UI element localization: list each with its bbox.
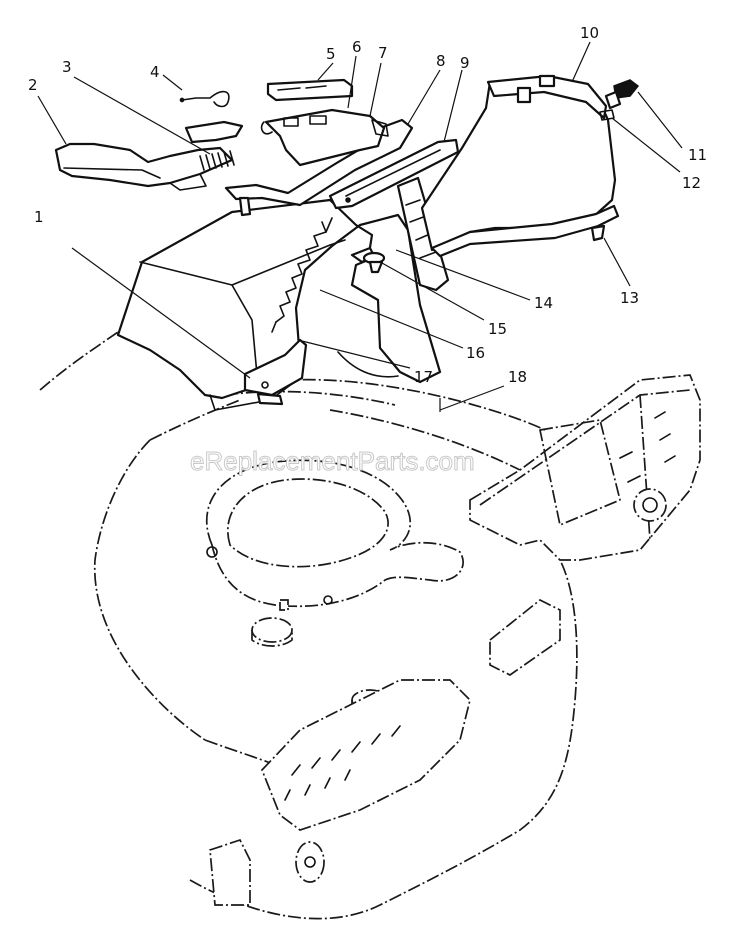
screw-13	[590, 224, 606, 242]
spring-16	[271, 217, 333, 333]
callout-11: 11	[688, 146, 707, 164]
watermark-text: eReplacementParts.com	[190, 446, 475, 476]
pin-15	[362, 251, 386, 274]
callout-6: 6	[352, 38, 362, 56]
flap-2	[54, 142, 234, 191]
lever-arm-9	[328, 138, 460, 210]
latch-knob-11	[604, 79, 640, 110]
callout-15: 15	[488, 320, 507, 338]
callout-2: 2	[28, 76, 38, 94]
pad-5	[266, 78, 354, 102]
callout-12: 12	[682, 174, 701, 192]
callout-7: 7	[378, 44, 388, 62]
callout-3: 3	[62, 58, 72, 76]
callout-13: 13	[620, 289, 639, 307]
callout-1: 1	[34, 208, 44, 226]
callout-14: 14	[534, 294, 553, 312]
callout-8: 8	[436, 52, 446, 70]
callout-16: 16	[466, 344, 485, 362]
callout-10: 10	[580, 24, 599, 42]
chute-mount-bracket	[243, 338, 308, 406]
grass-bag-door-10	[420, 74, 620, 258]
rear-wheel-bracket	[209, 679, 471, 906]
spring-3	[184, 120, 244, 171]
leader-lines	[37, 41, 683, 412]
front-wheel-bracket	[469, 374, 701, 676]
latch-rod-12	[599, 109, 615, 121]
spring-clip-4	[179, 90, 230, 108]
hinge-bracket-6	[260, 108, 389, 167]
callout-labels: 1 2 3 4 5 6 7 8 9 10 11 12 13 14 15 16 1…	[28, 24, 707, 386]
deck-blade-opening	[206, 459, 464, 608]
callout-4: 4	[150, 63, 160, 81]
handle-rod-8	[224, 118, 414, 217]
callout-18: 18	[508, 368, 527, 386]
callout-9: 9	[460, 54, 470, 72]
callout-17: 17	[414, 368, 433, 386]
support-arm-14	[350, 176, 450, 292]
callout-5: 5	[326, 45, 336, 63]
mower-deck	[39, 324, 578, 920]
